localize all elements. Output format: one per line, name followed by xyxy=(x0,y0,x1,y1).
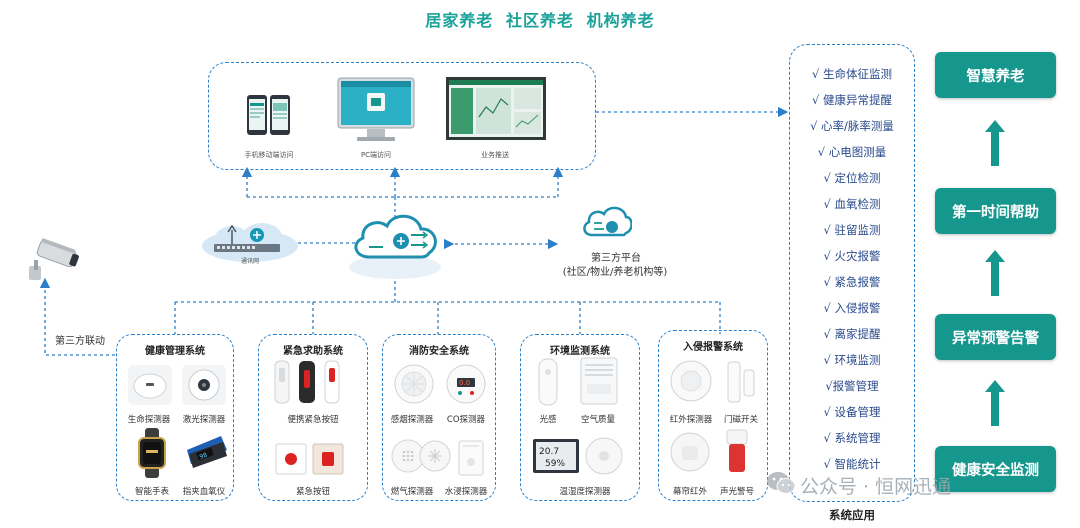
emergency-button-label: 紧急按钮 xyxy=(295,487,330,497)
water-leak-detector-icon xyxy=(458,440,484,476)
laser-detector-label: 激光探测器 xyxy=(182,415,226,425)
emergency-help-system-box xyxy=(258,334,368,501)
up-arrow-icon xyxy=(985,380,1005,426)
infrared-detector-label: 红外探测器 xyxy=(669,415,713,425)
level-first-time-help: 第一时间帮助 xyxy=(935,188,1056,234)
applications-footer: 系统应用 xyxy=(829,508,875,522)
app-item: √ 离家提醒 xyxy=(823,327,881,341)
door-magnet-label: 门磁开关 xyxy=(723,415,758,425)
fire-system-title: 消防安全系统 xyxy=(409,346,469,357)
health-management-system-box xyxy=(116,334,234,501)
co-detector-icon: 0.0 xyxy=(444,362,488,406)
svg-text:20.7: 20.7 xyxy=(539,447,559,457)
business-dashboard-icon xyxy=(446,77,546,140)
page-title: 居家养老 社区养老 机构养老 xyxy=(425,11,655,30)
co-detector-label: CO探测器 xyxy=(446,415,486,425)
cloud-server-icon xyxy=(343,205,447,283)
gas-detector-label: 燃气探测器 xyxy=(390,487,434,497)
emergency-system-title: 紧急求助系统 xyxy=(283,346,343,357)
light-sensor-label: 光感 xyxy=(539,415,557,425)
app-item: √ 智能统计 xyxy=(823,457,881,471)
third-party-cloud-icon xyxy=(580,203,633,245)
pc-monitor-icon xyxy=(337,77,415,145)
level-anomaly-alert: 异常预警告警 xyxy=(935,314,1056,360)
third-party-platform-subtitle: (社区/物业/养老机构等) xyxy=(562,267,668,278)
intrusion-system-title: 入侵报警系统 xyxy=(683,342,743,353)
round-env-sensor-icon xyxy=(584,436,624,476)
security-camera-icon xyxy=(27,238,82,282)
light-sensor-icon xyxy=(536,358,560,406)
curtain-infrared-icon xyxy=(668,430,712,474)
gas-detector-icon xyxy=(390,436,452,476)
smart-watch-icon xyxy=(134,428,170,478)
intrusion-alarm-system-box xyxy=(658,330,768,501)
app-item: √ 血氧检测 xyxy=(823,197,881,211)
svg-text:0.0: 0.0 xyxy=(459,379,470,387)
app-item: √ 心电图测量 xyxy=(817,145,887,159)
air-quality-label: 空气质量 xyxy=(580,415,615,425)
wechat-icon xyxy=(766,470,796,496)
portable-button-icon-a xyxy=(273,360,291,404)
app-item: √ 健康异常提醒 xyxy=(812,93,892,107)
app-item: √ 设备管理 xyxy=(823,405,881,419)
svg-text:59%: 59% xyxy=(545,459,565,469)
emergency-button-icon-b xyxy=(312,443,344,475)
life-detector-icon xyxy=(128,365,172,405)
laser-detector-icon xyxy=(182,365,226,405)
temp-humidity-detector-label: 温湿度探测器 xyxy=(559,487,611,497)
app-item: √报警管理 xyxy=(825,379,879,393)
smoke-detector-label: 感烟探测器 xyxy=(390,415,434,425)
applications-list-box: √ 生命体征监测 √ 健康异常提醒 √ 心率/脉率测量 √ 心电图测量 √ 定位… xyxy=(789,44,915,502)
app-item: √ 入侵报警 xyxy=(823,301,881,315)
pulse-oximeter-icon: 98 xyxy=(183,430,229,474)
third-party-platform-label: 第三方平台 xyxy=(591,253,641,264)
siren-icon xyxy=(724,428,750,476)
app-item: √ 系统管理 xyxy=(823,431,881,445)
access-terminals-box xyxy=(208,62,596,170)
business-push-label: 业务推送 xyxy=(481,151,509,159)
app-item: √ 环境监测 xyxy=(823,353,881,367)
app-item: √ 生命体征监测 xyxy=(812,67,892,81)
thermo-hygrometer-icon: 20.7 59% xyxy=(532,438,580,474)
door-magnet-icon xyxy=(724,360,760,404)
pulse-oximeter-label: 指夹血氧仪 xyxy=(182,487,226,497)
pc-access-label: PC端访问 xyxy=(360,151,392,159)
air-quality-sensor-icon xyxy=(577,356,621,406)
siren-label: 声光警号 xyxy=(719,487,754,497)
third-party-linkage-label: 第三方联动 xyxy=(55,336,105,347)
portable-button-label: 便携紧急按钮 xyxy=(287,415,339,425)
level-smart-elderly-care: 智慧养老 xyxy=(935,52,1056,98)
level-health-safety-monitoring: 健康安全监测 xyxy=(935,446,1056,492)
app-item: √ 紧急报警 xyxy=(823,275,881,289)
app-item: √ 心率/脉率测量 xyxy=(810,119,894,133)
app-item: √ 驻留监测 xyxy=(823,223,881,237)
health-system-title: 健康管理系统 xyxy=(145,346,205,357)
life-detector-label: 生命探测器 xyxy=(127,415,171,425)
fire-safety-system-box xyxy=(382,334,496,501)
portable-button-icon-b xyxy=(297,360,317,404)
portable-button-icon-c xyxy=(323,360,341,404)
mobile-access-label: 手机移动端访问 xyxy=(244,151,294,159)
smoke-detector-icon xyxy=(392,362,436,406)
mobile-phones-icon xyxy=(244,93,294,139)
svg-text:98: 98 xyxy=(199,451,209,460)
infrared-detector-icon xyxy=(668,358,714,404)
network-switch-icon xyxy=(200,222,300,264)
water-leak-detector-label: 水浸探测器 xyxy=(444,487,488,497)
environment-monitoring-system-box xyxy=(520,334,640,501)
emergency-button-icon-a xyxy=(275,443,307,475)
up-arrow-icon xyxy=(985,250,1005,296)
curtain-infrared-label: 幕帘红外 xyxy=(672,487,707,497)
switch-caption: 通讯网 xyxy=(240,258,259,265)
watermark-text: 公众号 · 恒网迅通 xyxy=(800,476,952,498)
smart-watch-label: 智能手表 xyxy=(134,487,169,497)
environment-system-title: 环境监测系统 xyxy=(550,346,610,357)
app-item: √ 火灾报警 xyxy=(823,249,881,263)
up-arrow-icon xyxy=(985,120,1005,166)
app-item: √ 定位检测 xyxy=(823,171,881,185)
